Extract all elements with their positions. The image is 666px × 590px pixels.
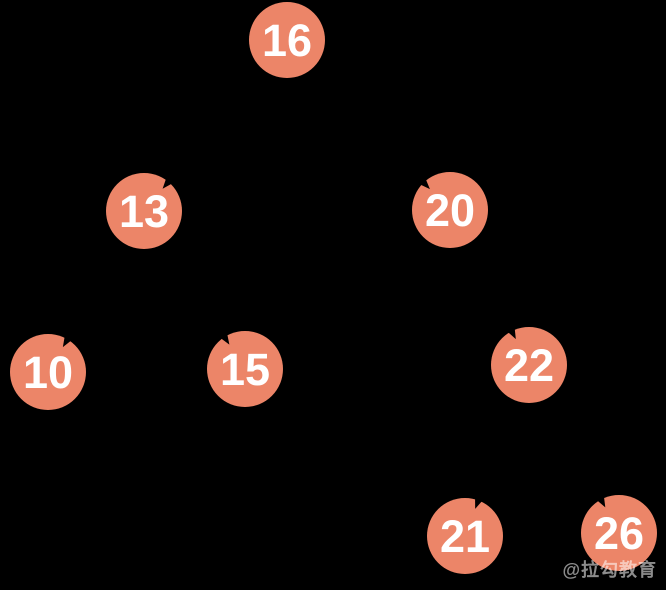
tree-node-15: [207, 331, 283, 407]
tree-node-label-20: 20: [425, 185, 475, 236]
tree-arrowhead-22-26: [594, 493, 606, 508]
tree-node-label-15: 15: [220, 344, 270, 395]
tree-arrowhead-13-10: [62, 333, 74, 348]
tree-arrowhead-16-13: [162, 175, 175, 189]
tree-edge-22-21: [478, 401, 517, 498]
tree-node-label-22: 22: [504, 340, 554, 391]
tree-node-22: [491, 327, 567, 403]
tree-node-label-13: 13: [119, 186, 169, 237]
tree-edge-22-26: [546, 398, 601, 497]
tree-node-label-10: 10: [23, 347, 73, 398]
tree-edge-13-10: [68, 243, 125, 337]
tree-arrowhead-20-22: [505, 325, 516, 340]
tree-node-13: [106, 173, 182, 249]
tree-arrowhead-13-15: [218, 330, 230, 345]
tree-arrowhead-22-21: [475, 494, 485, 509]
tree-node-10: [10, 334, 86, 410]
tree-node-label-26: 26: [594, 508, 644, 559]
tree-edge-16-13: [170, 69, 263, 180]
tree-arrowhead-16-20: [417, 176, 430, 190]
tree-edge-20-22: [466, 244, 511, 329]
tree-node-16: [249, 2, 325, 78]
tree-node-26: [581, 495, 657, 571]
tree-edge-13-15: [164, 243, 224, 335]
tree-node-label-21: 21: [440, 511, 490, 562]
tree-node-20: [412, 172, 488, 248]
tree-edge-16-20: [313, 67, 422, 181]
tree-node-21: [427, 498, 503, 574]
tree-node-label-16: 16: [262, 15, 312, 66]
